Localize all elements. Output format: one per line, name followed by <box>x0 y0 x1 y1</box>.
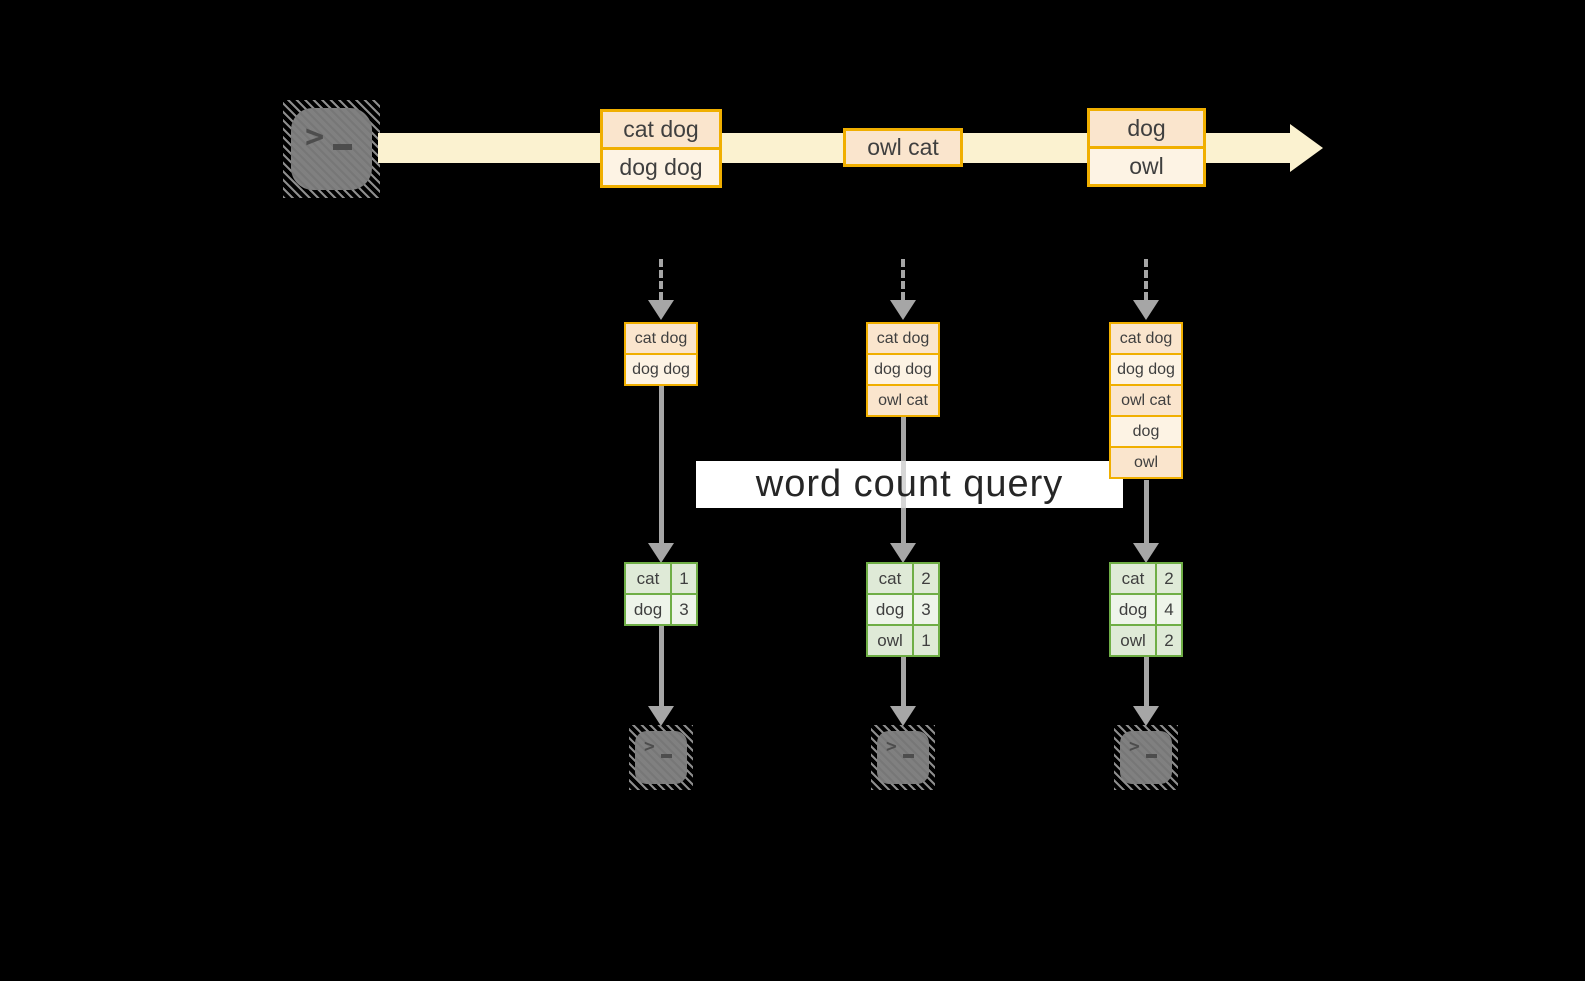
stream-record: dog <box>1090 111 1203 146</box>
terminal-prompt-icon: > <box>305 117 325 155</box>
result-word-cell: dog <box>1111 595 1155 624</box>
sink-arrow-line <box>1144 657 1149 706</box>
batch-arrow-line <box>659 259 663 300</box>
terminal-prompt-icon: > <box>644 736 655 757</box>
result-word-cell: cat <box>626 564 670 593</box>
result-row: owl 1 <box>868 624 938 655</box>
result-row: cat 2 <box>868 564 938 593</box>
terminal-window: > <box>1120 731 1172 784</box>
state-row: dog dog <box>626 353 696 384</box>
result-count-cell: 2 <box>1155 626 1181 655</box>
arrow-head-icon <box>648 706 674 726</box>
terminal-prompt-icon: > <box>1129 736 1140 757</box>
arrow-head-icon <box>648 543 674 563</box>
terminal-prompt-icon: > <box>886 736 897 757</box>
stream-record: dog dog <box>603 147 719 185</box>
result-row: cat 2 <box>1111 564 1181 593</box>
query-arrow-line-overlay <box>901 461 906 508</box>
sink-terminal-icon-3: > <box>1114 725 1178 790</box>
stream-arrowhead-icon <box>1290 124 1323 172</box>
result-row: dog 4 <box>1111 593 1181 624</box>
result-count-cell: 3 <box>912 595 938 624</box>
result-count-cell: 1 <box>670 564 696 593</box>
state-row: dog dog <box>1111 353 1181 384</box>
batch-arrow-line <box>1144 259 1148 300</box>
terminal-window: > <box>635 731 687 784</box>
state-row: owl cat <box>868 384 938 415</box>
result-word-cell: cat <box>1111 564 1155 593</box>
terminal-cursor-icon <box>661 754 672 758</box>
query-band: word count query <box>696 461 1123 508</box>
arrow-head-icon <box>648 300 674 320</box>
query-arrow-line <box>1144 480 1149 543</box>
query-arrow-line <box>901 417 906 461</box>
query-arrow-line <box>901 508 906 543</box>
state-row: owl <box>1111 446 1181 477</box>
query-label: word count query <box>755 463 1064 505</box>
result-count-cell: 2 <box>1155 564 1181 593</box>
result-row: dog 3 <box>868 593 938 624</box>
source-terminal-icon: > <box>283 100 380 198</box>
terminal-cursor-icon <box>903 754 914 758</box>
state-row: dog dog <box>868 353 938 384</box>
sink-terminal-icon-2: > <box>871 725 935 790</box>
result-row: cat 1 <box>626 564 696 593</box>
terminal-window: > <box>877 731 929 784</box>
query-arrow-line <box>659 386 664 543</box>
result-word-cell: owl <box>868 626 912 655</box>
arrow-head-icon <box>1133 300 1159 320</box>
result-table-2: cat 2 dog 3 owl 1 <box>866 562 940 657</box>
sink-arrow-line <box>659 626 664 706</box>
state-row: dog <box>1111 415 1181 446</box>
result-count-cell: 2 <box>912 564 938 593</box>
arrow-head-icon <box>890 543 916 563</box>
result-row: owl 2 <box>1111 624 1181 655</box>
state-row: owl cat <box>1111 384 1181 415</box>
stream-record: owl <box>1090 146 1203 184</box>
result-count-cell: 4 <box>1155 595 1181 624</box>
stream-batch-2: owl cat <box>843 128 963 167</box>
arrow-head-icon <box>1133 543 1159 563</box>
state-row: cat dog <box>1111 324 1181 353</box>
arrow-head-icon <box>890 300 916 320</box>
result-word-cell: owl <box>1111 626 1155 655</box>
state-row: cat dog <box>868 324 938 353</box>
result-word-cell: cat <box>868 564 912 593</box>
arrow-head-icon <box>1133 706 1159 726</box>
result-count-cell: 1 <box>912 626 938 655</box>
arrow-head-icon <box>890 706 916 726</box>
state-row: cat dog <box>626 324 696 353</box>
batch-arrow-line <box>901 259 905 300</box>
result-count-cell: 3 <box>670 595 696 624</box>
stream-record: owl cat <box>846 131 960 164</box>
terminal-cursor-icon <box>1146 754 1157 758</box>
input-table-1: cat dog dog dog <box>624 322 698 386</box>
sink-terminal-icon-1: > <box>629 725 693 790</box>
result-table-1: cat 1 dog 3 <box>624 562 698 626</box>
terminal-window: > <box>291 108 372 190</box>
stream-batch-3: dog owl <box>1087 108 1206 187</box>
input-table-3: cat dog dog dog owl cat dog owl <box>1109 322 1183 479</box>
input-table-2: cat dog dog dog owl cat <box>866 322 940 417</box>
stream-batch-1: cat dog dog dog <box>600 109 722 188</box>
terminal-cursor-icon <box>333 144 352 150</box>
result-row: dog 3 <box>626 593 696 624</box>
result-word-cell: dog <box>626 595 670 624</box>
result-table-3: cat 2 dog 4 owl 2 <box>1109 562 1183 657</box>
stream-record: cat dog <box>603 112 719 147</box>
sink-arrow-line <box>901 657 906 706</box>
result-word-cell: dog <box>868 595 912 624</box>
